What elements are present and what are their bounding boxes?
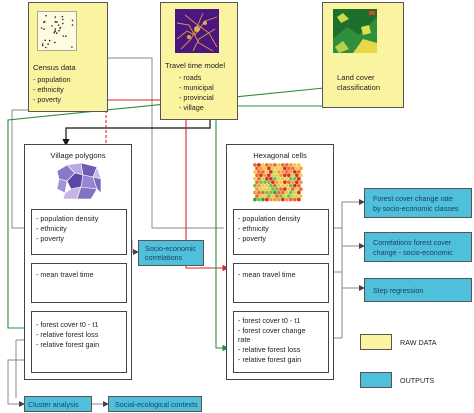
village-to-cluster-line xyxy=(7,359,30,407)
hex-travel-time: - mean travel time xyxy=(238,270,296,279)
village-forest-loss: - relative forest loss xyxy=(36,330,99,339)
hex-forest-box: - forest cover t0 - t1 - forest cover ch… xyxy=(233,311,329,373)
socio-corr-line1: Socio-economic xyxy=(145,244,197,253)
hex-title: Hexagonal cells xyxy=(253,151,307,160)
village-socio-popdensity: - population density xyxy=(36,214,99,223)
travel-to-hex-line xyxy=(185,118,230,272)
village-polygon-map xyxy=(57,163,101,199)
village-travel-time: - mean travel time xyxy=(36,270,94,279)
legend-output-swatch xyxy=(360,372,392,388)
socio-economic-correlations-box: Socio-economic correlations xyxy=(138,240,204,266)
legend-raw-swatch xyxy=(360,334,392,350)
hex-forest-cover: - forest cover t0 - t1 xyxy=(238,316,301,325)
census-item-ethnicity: - ethnicity xyxy=(33,85,64,94)
correlations-forest-cover-box: Correlations forest cover change - socio… xyxy=(364,232,472,262)
census-scatter-map xyxy=(37,11,77,51)
step-regression-box: Step regression xyxy=(364,278,472,302)
hex-to-outputs-line xyxy=(334,199,365,229)
hex-forest-gain: - relative forest gain xyxy=(238,355,302,364)
cluster-analysis-box: Cluster analysis xyxy=(24,396,92,412)
hexagonal-cells-panel: Hexagonal cells - population density - e… xyxy=(226,144,334,380)
land-cover-map xyxy=(333,9,377,53)
hex-socio-ethnicity: - ethnicity xyxy=(238,224,269,233)
forest-change-rate-box: Forest cover change rate by socio-econom… xyxy=(364,188,472,218)
socio-corr-line2: correlations xyxy=(145,253,183,262)
step-regression-label: Step regression xyxy=(373,286,424,295)
hex-socio-popdensity: - population density xyxy=(238,214,301,223)
travel-time-map xyxy=(175,9,219,53)
landcover-to-hex-line xyxy=(215,105,340,352)
travel-item-roads: - roads xyxy=(179,73,202,82)
hex-travel-box: - mean travel time xyxy=(233,263,329,303)
legend-raw-label: RAW DATA xyxy=(400,338,437,347)
hex-socio-poverty: - poverty xyxy=(238,234,266,243)
village-travel-box: - mean travel time xyxy=(31,263,127,303)
hexagon-map xyxy=(253,163,303,202)
travel-title: Travel time model xyxy=(165,61,226,70)
village-socio-box: - population density - ethnicity - pover… xyxy=(31,209,127,255)
corr-fc-line2: change - socio-economic xyxy=(373,248,453,257)
cluster-analysis-label: Cluster analysis xyxy=(28,400,79,409)
travel-item-village: - village xyxy=(179,103,204,112)
census-title: Census data xyxy=(33,63,76,72)
fc-rate-line1: Forest cover change rate xyxy=(373,194,453,203)
village-title: Village polygons xyxy=(50,151,106,160)
social-ecological-box: Social-ecological contexts xyxy=(108,396,202,412)
social-ecological-label: Social-ecological contexts xyxy=(115,400,198,409)
village-forest-cover: - forest cover t0 - t1 xyxy=(36,320,99,329)
village-forest-box: - forest cover t0 - t1 - relative forest… xyxy=(31,311,127,373)
hex-forest-change-rate: rate xyxy=(238,335,251,344)
legend-output-label: OUTPUTS xyxy=(400,376,435,385)
travel-item-municipal: - municipal xyxy=(179,83,214,92)
village-forest-gain: - relative forest gain xyxy=(36,340,100,349)
census-to-hex-line xyxy=(106,57,224,229)
hex-forest-change: - forest cover change xyxy=(238,326,306,335)
census-to-village-line xyxy=(11,109,31,231)
fc-rate-line2: by socio-economic classes xyxy=(373,204,459,213)
travel-time-box: Travel time model - roads - municipal - … xyxy=(160,2,238,120)
village-polygons-panel: Village polygons - population density - … xyxy=(24,144,132,380)
travel-item-provincial: - provincial xyxy=(179,93,214,102)
land-cover-box: Land cover classification xyxy=(322,2,404,108)
village-socio-poverty: - poverty xyxy=(36,234,64,243)
census-item-poverty: - poverty xyxy=(33,95,61,104)
village-socio-ethnicity: - ethnicity xyxy=(36,224,67,233)
landcover-title-2: classification xyxy=(337,83,381,92)
landcover-title-1: Land cover xyxy=(337,73,375,82)
hex-forest-loss: - relative forest loss xyxy=(238,345,301,354)
hex-socio-box: - population density - ethnicity - pover… xyxy=(233,209,329,255)
census-item-population: - population xyxy=(33,75,71,84)
corr-fc-line1: Correlations forest cover xyxy=(373,238,452,247)
census-data-box: Census data - population - ethnicity - p… xyxy=(28,2,108,112)
